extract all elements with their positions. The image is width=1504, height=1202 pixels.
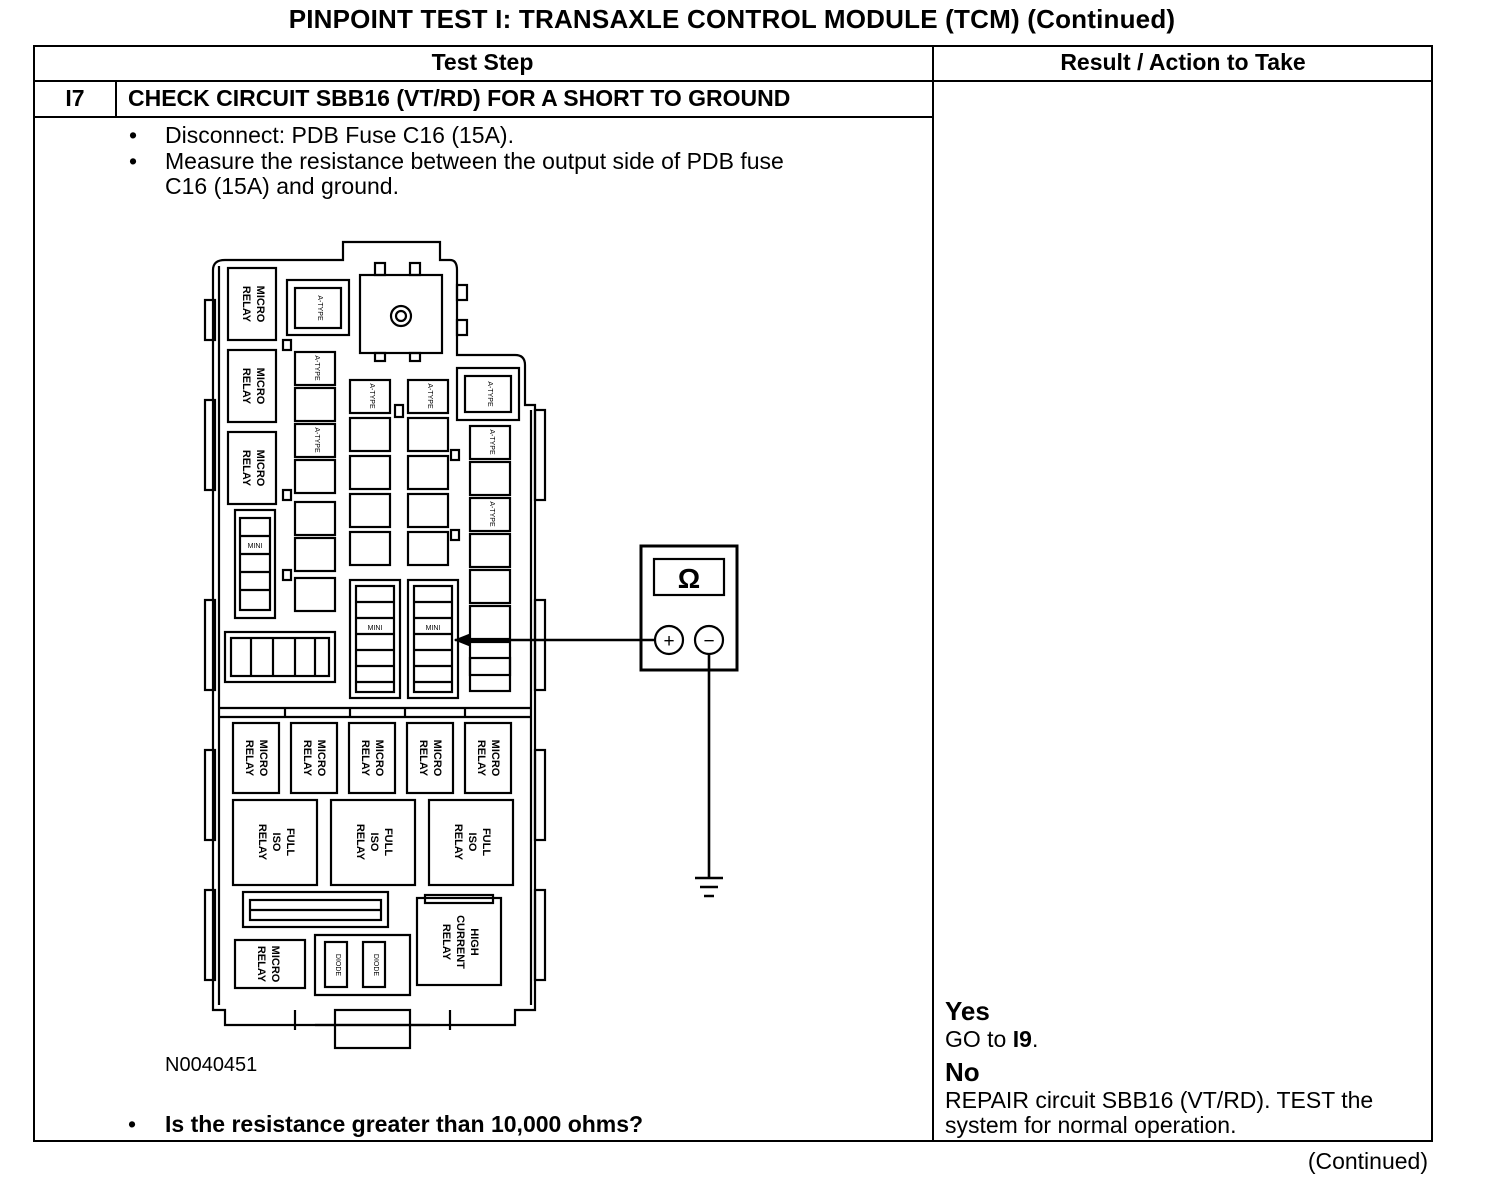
micro-relay-label: MICRO bbox=[315, 740, 327, 777]
housing-outline bbox=[211, 240, 537, 1027]
result-no-action-line1: REPAIR circuit SBB16 (VT/RD). TEST the bbox=[945, 1087, 1374, 1113]
result-yes-target: I9 bbox=[1012, 1026, 1032, 1052]
minus-terminal-label: − bbox=[703, 631, 714, 652]
header-result-action: Result / Action to Take bbox=[1060, 49, 1306, 75]
micro-relay-label: MICRO bbox=[254, 450, 266, 487]
a-type-label: A-TYPE bbox=[426, 383, 433, 409]
full-iso-relay-label: FULL bbox=[284, 828, 296, 856]
plus-terminal-label: + bbox=[663, 631, 674, 652]
result-no-label: No bbox=[945, 1057, 980, 1087]
result-yes-prefix: GO to bbox=[945, 1026, 1013, 1052]
ohm-symbol: Ω bbox=[678, 563, 700, 594]
a-type-label: A-TYPE bbox=[488, 501, 495, 527]
ohmmeter bbox=[453, 544, 739, 898]
bullet-marker: • bbox=[129, 122, 138, 148]
result-no-action-line2: system for normal operation. bbox=[945, 1112, 1237, 1138]
full-iso-relay-label: RELAY bbox=[452, 824, 464, 861]
full-iso-relay-label: FULL bbox=[382, 828, 394, 856]
fuse-box-diagram: MICRO RELAY MICRO RELAY MICRO RELAY MICR… bbox=[203, 240, 739, 1050]
bullet-disconnect: • Disconnect: PDB Fuse C16 (15A). bbox=[129, 122, 514, 148]
header-test-step: Test Step bbox=[431, 49, 534, 75]
continued-footer: (Continued) bbox=[1307, 1148, 1428, 1174]
bullet-marker: • bbox=[129, 148, 138, 174]
micro-relay-label: RELAY bbox=[243, 740, 255, 777]
micro-relay-label: RELAY bbox=[475, 740, 487, 777]
full-iso-relay-label: RELAY bbox=[256, 824, 268, 861]
micro-relay-label: RELAY bbox=[240, 286, 252, 323]
step-title-divider bbox=[33, 116, 933, 118]
micro-relay bbox=[226, 348, 278, 424]
result-yes-suffix: . bbox=[1031, 1026, 1039, 1052]
micro-relay bbox=[226, 430, 278, 506]
mini-label: MINI bbox=[368, 625, 383, 632]
figure-id: N0040451 bbox=[165, 1054, 258, 1076]
result-yes-label: Yes bbox=[945, 996, 990, 1026]
diode-label: DIODE bbox=[372, 954, 379, 977]
mini-label: MINI bbox=[248, 543, 263, 550]
bullet-text-measure: Measure the resistance between the outpu… bbox=[165, 148, 784, 174]
question-bullet-marker: • bbox=[128, 1111, 137, 1137]
micro-relay-label: RELAY bbox=[255, 946, 267, 983]
micro-relay bbox=[226, 266, 278, 342]
a-type-label: A-TYPE bbox=[486, 381, 493, 407]
micro-relay-label: MICRO bbox=[373, 740, 385, 777]
full-iso-relay-label: ISO bbox=[270, 833, 282, 852]
high-current-relay-label: HIGH bbox=[468, 928, 480, 956]
page-title: PINPOINT TEST I: TRANSAXLE CONTROL MODUL… bbox=[288, 4, 1176, 34]
micro-relay-label: RELAY bbox=[301, 740, 313, 777]
a-type-label: A-TYPE bbox=[488, 429, 495, 455]
diode-label: DIODE bbox=[334, 954, 341, 977]
full-iso-relay-label: ISO bbox=[368, 833, 380, 852]
bullet-text-disconnect: Disconnect: PDB Fuse C16 (15A). bbox=[165, 122, 514, 148]
micro-relay-label: RELAY bbox=[417, 740, 429, 777]
micro-relay-label: MICRO bbox=[489, 740, 501, 777]
step-number-divider bbox=[115, 80, 117, 116]
full-iso-relay-label: RELAY bbox=[354, 824, 366, 861]
micro-relay-label: MICRO bbox=[254, 286, 266, 323]
bullet-measure-cont: C16 (15A) and ground. bbox=[165, 173, 399, 199]
result-yes-action: GO to I9. bbox=[945, 1026, 1425, 1052]
table-header-divider bbox=[33, 80, 1433, 82]
step-question: Is the resistance greater than 10,000 oh… bbox=[165, 1111, 644, 1137]
column-divider bbox=[932, 45, 934, 1142]
a-type-label: A-TYPE bbox=[313, 427, 320, 453]
mini-label: MINI bbox=[426, 625, 441, 632]
a-type-label: A-TYPE bbox=[368, 383, 375, 409]
micro-relay-label: RELAY bbox=[240, 368, 252, 405]
micro-relay-label: MICRO bbox=[254, 368, 266, 405]
high-current-relay-label: RELAY bbox=[440, 924, 452, 961]
micro-relay-label: MICRO bbox=[269, 946, 281, 983]
micro-relay-label: RELAY bbox=[359, 740, 371, 777]
high-current-relay-label: CURRENT bbox=[454, 915, 466, 969]
micro-relay-label: RELAY bbox=[240, 450, 252, 487]
micro-relay-label: MICRO bbox=[257, 740, 269, 777]
full-iso-relay-label: ISO bbox=[466, 833, 478, 852]
test-table bbox=[33, 45, 1433, 1142]
micro-relay-label: MICRO bbox=[431, 740, 443, 777]
step-title: CHECK CIRCUIT SBB16 (VT/RD) FOR A SHORT … bbox=[128, 85, 791, 111]
full-iso-relay-label: FULL bbox=[480, 828, 492, 856]
bullet-measure: • Measure the resistance between the out… bbox=[129, 148, 784, 174]
a-type-label: A-TYPE bbox=[313, 355, 320, 381]
step-number: I7 bbox=[65, 85, 85, 111]
a-type-label: A-TYPE bbox=[316, 295, 323, 321]
